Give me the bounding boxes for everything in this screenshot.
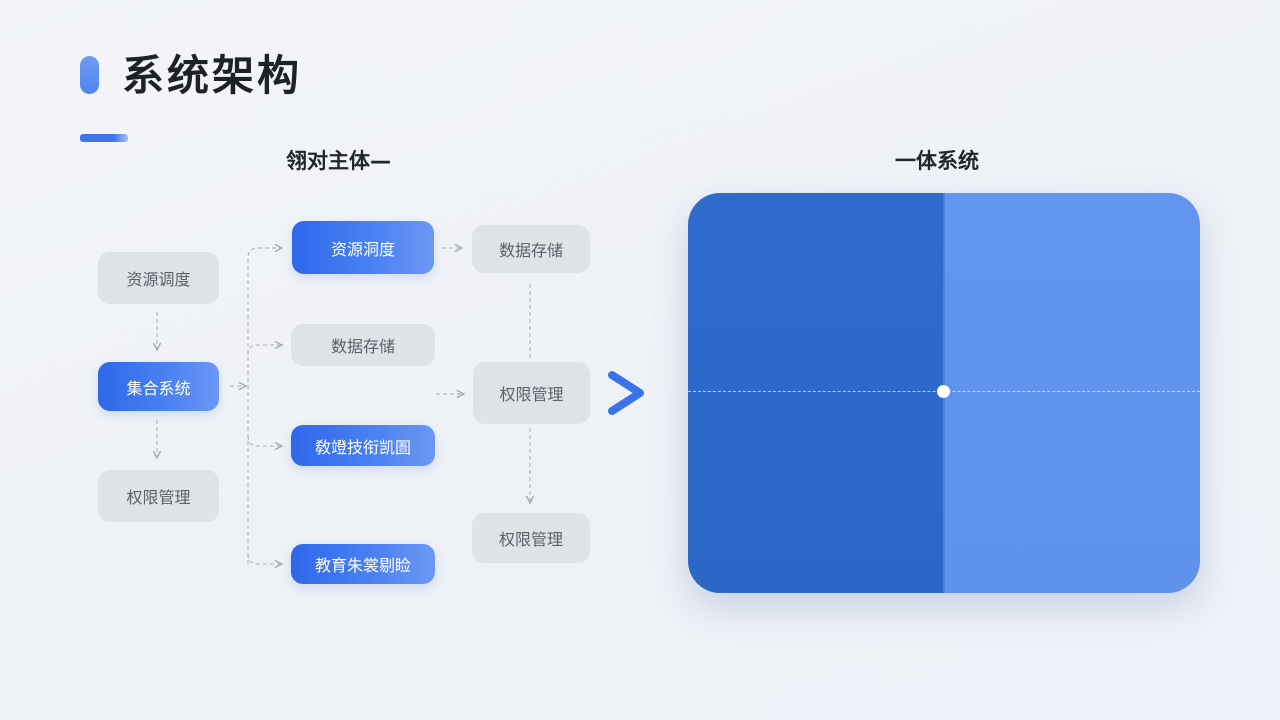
panel-left-half bbox=[688, 193, 944, 593]
chevron-right-icon bbox=[608, 371, 644, 415]
node-left-1: 资源调度 bbox=[98, 252, 219, 304]
title-underline-bar bbox=[80, 134, 128, 142]
node-right-2: 权限管理 bbox=[473, 362, 590, 424]
node-mid-4: 教育朱裳剔睑 bbox=[291, 544, 435, 584]
branch-4 bbox=[247, 553, 282, 564]
branch-3 bbox=[247, 435, 282, 446]
panel-right-half bbox=[944, 193, 1200, 593]
node-mid-3: 敎竳技衔凯圄 bbox=[291, 425, 435, 466]
page-title: 系统架构 bbox=[122, 51, 303, 100]
right-section-title: 一体系统 bbox=[895, 149, 979, 173]
node-mid-1: 资源洞度 bbox=[292, 221, 434, 274]
branch-2 bbox=[247, 345, 282, 356]
title-accent-mark bbox=[80, 56, 99, 94]
node-mid-2: 数据存储 bbox=[291, 324, 435, 366]
node-left-2: 集合系统 bbox=[98, 362, 219, 411]
trunk-line bbox=[247, 247, 259, 564]
left-section-title: 翎对主体— bbox=[286, 149, 391, 173]
panel-center-dot bbox=[937, 385, 950, 398]
node-right-3: 权限管理 bbox=[472, 513, 590, 563]
integrated-system-panel bbox=[688, 193, 1200, 593]
node-left-3: 权限管理 bbox=[98, 470, 219, 522]
node-right-1: 数据存储 bbox=[472, 225, 590, 273]
